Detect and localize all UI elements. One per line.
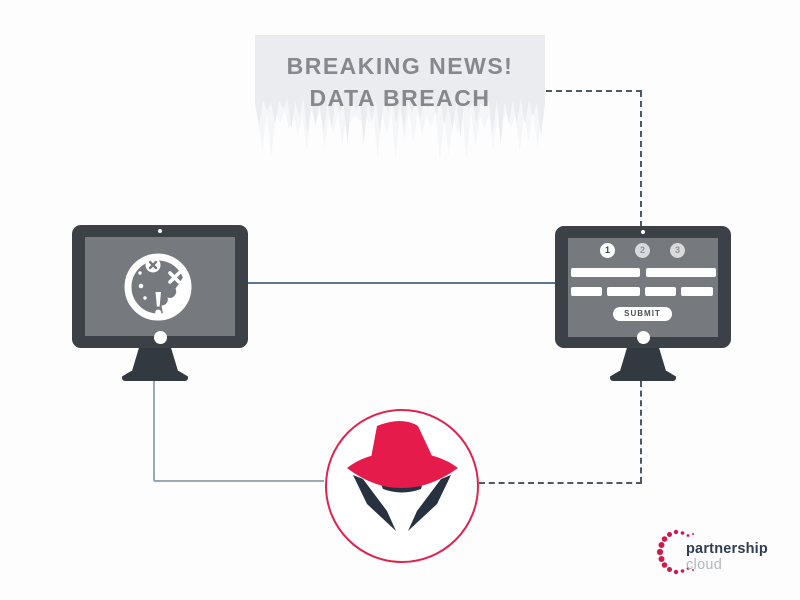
form-field [607,287,640,296]
connector-left-monitor-down [153,378,155,481]
banner-line-2: DATA BREACH [309,85,491,111]
monitor-button-dot [636,331,650,344]
logo-title: partnership [686,541,768,557]
form-monitor-screen: 1 2 3 SUBMIT [568,238,718,337]
torn-paper-banner [255,35,545,161]
step-1-badge: 1 [600,243,615,258]
dead-eye-x [148,260,158,270]
error-x-mark [168,271,181,284]
form-field [681,287,713,296]
monitor-button-dot [153,331,167,344]
breaking-news-banner-text: BREAKING NEWS! DATA BREACH [255,50,545,114]
connector-left-to-hacker [154,480,324,482]
submit-button: SUBMIT [613,307,672,321]
connector-right-monitor-down [640,381,642,483]
form-monitor-stand [620,348,666,371]
webcam-dot [158,229,162,233]
victim-monitor [72,225,248,348]
connector-banner-to-right [546,90,642,92]
connector-down-to-right-monitor [640,91,642,227]
step-2-badge: 2 [635,243,650,258]
dotted-ring-icon [656,529,694,575]
form-field [571,287,602,296]
step-3-badge: 3 [670,243,685,258]
partnership-cloud-logo: partnership cloud [648,520,794,584]
connector-left-to-right-monitor [248,282,555,284]
victim-monitor-base [122,371,188,381]
form-monitor: 1 2 3 SUBMIT [555,226,731,348]
hacker-red-hat-icon [325,409,479,563]
logo-subtitle: cloud [686,557,723,573]
connector-hacker-to-right [479,482,642,484]
banner-line-1: BREAKING NEWS! [286,53,514,79]
webcam-dot [641,230,645,234]
form-field [645,287,676,296]
form-field [571,268,640,277]
victim-monitor-stand [132,348,178,371]
victim-monitor-screen [85,237,235,336]
form-monitor-base [610,371,676,381]
broken-cookie-error-icon [124,253,192,321]
form-field [646,268,716,277]
